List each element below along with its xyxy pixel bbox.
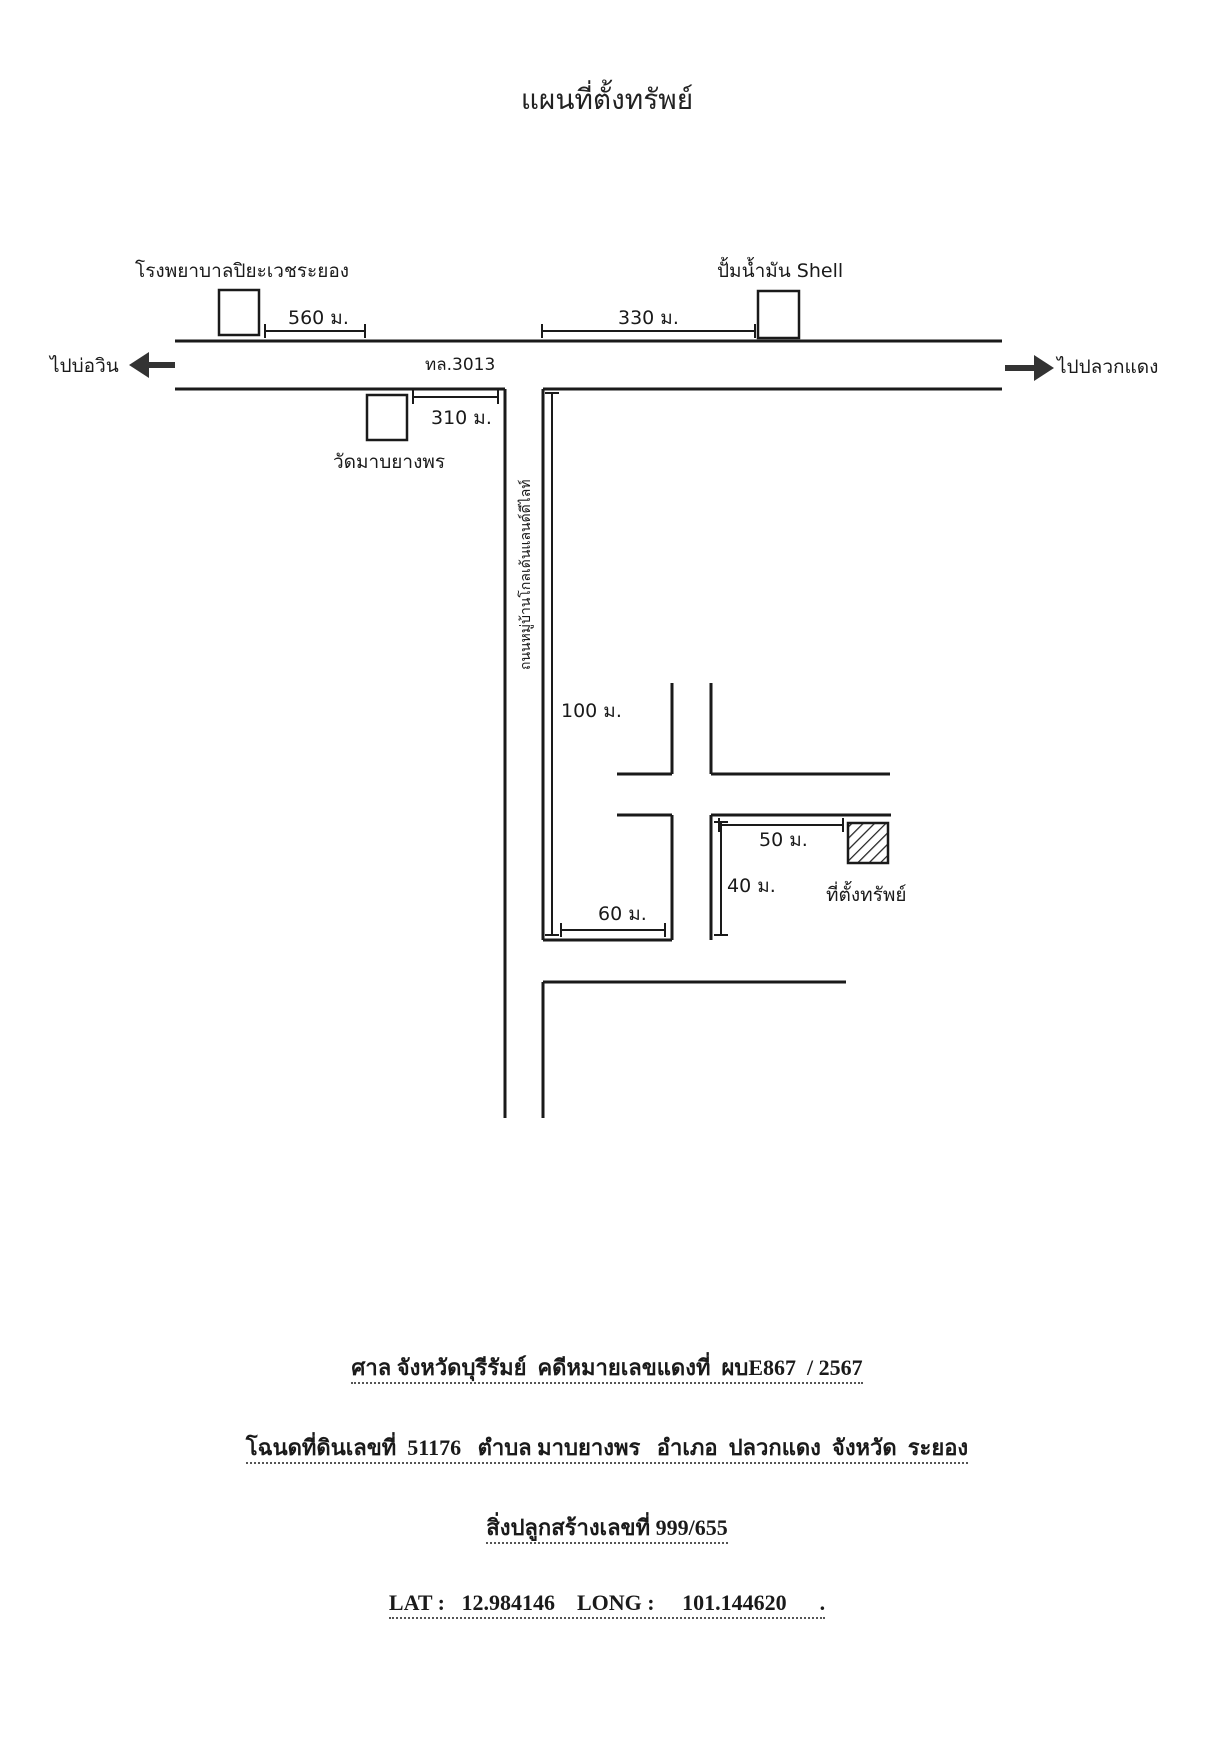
distance-gas-station: 330 ม. xyxy=(618,307,679,329)
distance-property-horizontal: 50 ม. xyxy=(759,829,808,851)
label-side-road: ถนนหมู่บ้านโกลเด้นแลนด์ดีไลท์ xyxy=(517,479,534,670)
court-case-line: ศาล จังหวัดบุรีรัมย์ คดีหมายเลขแดงที่ ผบ… xyxy=(0,1350,1214,1385)
property-marker xyxy=(846,821,890,865)
main-road xyxy=(175,339,1002,391)
label-hospital: โรงพยาบาลปิยะเวชระยอง xyxy=(135,259,349,282)
arrow-left-icon xyxy=(129,352,175,378)
distance-hospital: 560 ม. xyxy=(288,307,349,329)
inner-roads xyxy=(543,683,891,984)
label-gas-station: ปั้มน้ำมัน Shell xyxy=(717,257,843,282)
hospital-box xyxy=(217,288,261,337)
building-number-line: สิ่งปลูกสร้างเลขที่ 999/655 xyxy=(0,1510,1214,1545)
gas-station-box xyxy=(756,289,801,340)
label-property: ที่ตั้งทรัพย์ xyxy=(826,881,907,906)
title-deed-line: โฉนดที่ดินเลขที่ 51176 ตำบล มาบยางพร อำเ… xyxy=(0,1430,1214,1465)
label-direction-west: ไปบ่อวิน xyxy=(48,355,119,377)
distance-property-vertical: 40 ม. xyxy=(727,875,776,897)
side-road xyxy=(503,389,545,1118)
label-main-road: ทล.3013 xyxy=(425,355,495,375)
distance-side-road: 100 ม. xyxy=(561,700,622,722)
distance-lower-block: 60 ม. xyxy=(598,903,647,925)
arrow-right-icon xyxy=(1005,355,1054,381)
temple-box xyxy=(365,393,409,442)
dimension-lines xyxy=(264,324,844,937)
label-direction-east: ไปปลวกแดง xyxy=(1055,356,1158,378)
distance-temple: 310 ม. xyxy=(431,407,492,429)
page-title: แผนที่ตั้งทรัพย์ xyxy=(520,85,694,116)
label-temple: วัดมาบยางพร xyxy=(333,451,445,473)
coordinates-line: LAT : 12.984146 LONG : 101.144620 . xyxy=(0,1590,1214,1619)
